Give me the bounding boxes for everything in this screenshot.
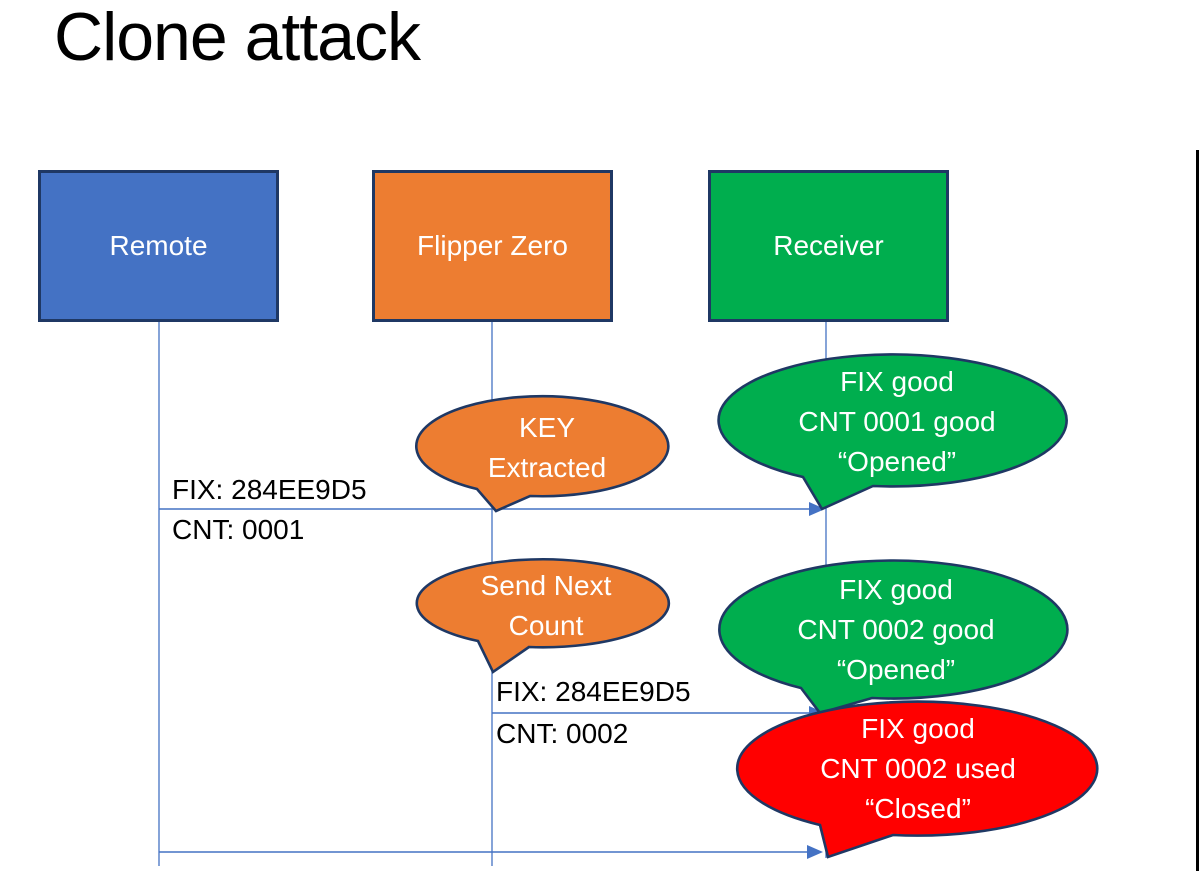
- callout-text-cnt0001-opened: FIX good CNT 0001 good “Opened”: [757, 362, 1037, 482]
- callout-text-cnt0002-closed: FIX good CNT 0002 used “Closed”: [778, 709, 1058, 829]
- message-1-fix-label: FIX: 284EE9D5: [172, 474, 367, 505]
- callout-line: FIX good: [839, 574, 953, 605]
- callout-text-key-extracted: KEY Extracted: [427, 408, 667, 488]
- page-title: Clone attack: [54, 0, 421, 75]
- message-arrow-3-head: [807, 845, 823, 859]
- callout-line: Count: [508, 610, 584, 641]
- callout-text-send-next-count: Send Next Count: [426, 566, 666, 646]
- callout-line: CNT 0002 good: [797, 614, 995, 645]
- callout-line: CNT 0002 used: [820, 753, 1016, 784]
- callout-line: KEY: [518, 412, 576, 443]
- actor-box-flipper-zero: Flipper Zero: [372, 170, 613, 322]
- callout-line: “Opened”: [836, 654, 956, 685]
- message-arrow-1-head: [809, 502, 825, 516]
- callout-bubble-key-extracted: [415, 394, 670, 513]
- callout-text-cnt0002-opened: FIX good CNT 0002 good “Opened”: [756, 570, 1036, 690]
- actor-label-flipper-zero: Flipper Zero: [417, 230, 568, 261]
- actor-label-remote: Remote: [109, 230, 208, 261]
- callout-bubble-cnt0002-closed: [735, 700, 1099, 859]
- callout-line: FIX good: [861, 713, 975, 744]
- callout-line: CNT 0001 good: [798, 406, 996, 437]
- message-2-fix-label: FIX: 284EE9D5: [496, 676, 691, 707]
- actor-box-receiver: Receiver: [708, 170, 949, 322]
- slide-edge-line: [1196, 150, 1199, 871]
- callout-line: “Closed”: [865, 793, 971, 824]
- callout-line: Send Next: [480, 570, 612, 601]
- callout-line: Extracted: [487, 452, 607, 483]
- callout-bubble-send-next-count: [415, 557, 671, 674]
- message-1-cnt-label: CNT: 0001: [172, 514, 305, 545]
- message-2-cnt-label: CNT: 0002: [496, 718, 629, 749]
- actor-box-remote: Remote: [38, 170, 279, 322]
- callout-line: “Opened”: [837, 446, 957, 477]
- callout-bubble-cnt0001-opened: [717, 353, 1068, 511]
- callout-line: FIX good: [840, 366, 954, 397]
- actor-label-receiver: Receiver: [773, 230, 884, 261]
- callout-bubble-cnt0002-opened: [718, 559, 1069, 715]
